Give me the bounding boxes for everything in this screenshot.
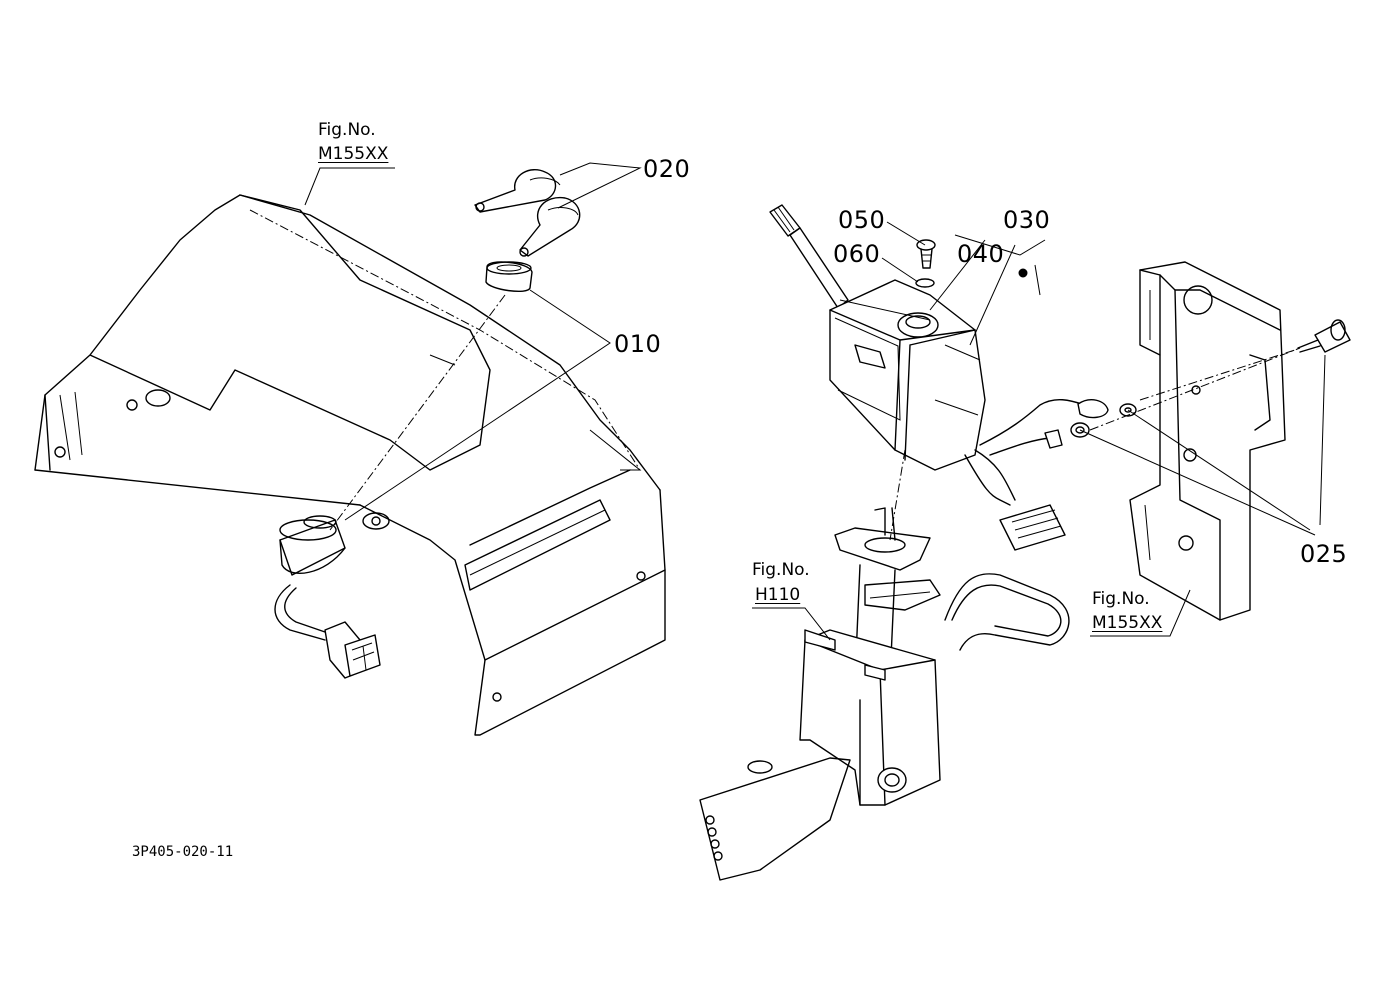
leader-fig-m155-left [304, 167, 395, 206]
fig-ref-number-3: M155XX [1092, 613, 1163, 633]
leader-fig-h110 [752, 607, 831, 641]
part-label-025: 025 [1300, 540, 1348, 568]
grommet-010 [485, 261, 533, 292]
part-label-060: 060 [833, 240, 881, 268]
leader-020 [557, 162, 642, 209]
leader-025 [1079, 354, 1326, 536]
washer-060 [915, 278, 935, 288]
leader-fig-m155-right [1090, 589, 1191, 637]
lighter-socket [1297, 319, 1351, 353]
leader-040 [929, 239, 986, 311]
fig-ref-label-1: Fig.No. [318, 120, 376, 140]
part-label-010: 010 [614, 330, 662, 358]
wiring-harness [964, 399, 1109, 551]
lever-stalk [769, 204, 849, 309]
screw-050 [916, 239, 936, 269]
combination-switch-030 [829, 279, 986, 471]
drawing-code: 3P405-020-11 [132, 844, 234, 860]
steering-column-bracket [699, 507, 1070, 881]
side-panel [1129, 261, 1286, 621]
dashboard-cover [34, 194, 666, 736]
part-label-040: 040 [957, 240, 1005, 268]
leader-060 [881, 257, 919, 283]
fig-ref-label-3: Fig.No. [1092, 589, 1150, 609]
fig-ref-number-2: H110 [755, 585, 801, 605]
fig-ref-label-2: Fig.No. [752, 560, 810, 580]
leader-050 [886, 221, 926, 246]
part-label-020: 020 [643, 155, 691, 183]
leader-010 [344, 289, 611, 521]
keys-020 [474, 169, 581, 257]
leader-030 [954, 234, 1046, 346]
part-label-030: 030 [1003, 206, 1051, 234]
key-axis-line [329, 294, 506, 531]
axis-lines-right [889, 347, 1301, 541]
key-switch-010 [274, 515, 381, 679]
fig-ref-number-1: M155XX [318, 144, 389, 164]
part-label-050: 050 [838, 206, 886, 234]
leader-030-dot [1018, 268, 1028, 278]
